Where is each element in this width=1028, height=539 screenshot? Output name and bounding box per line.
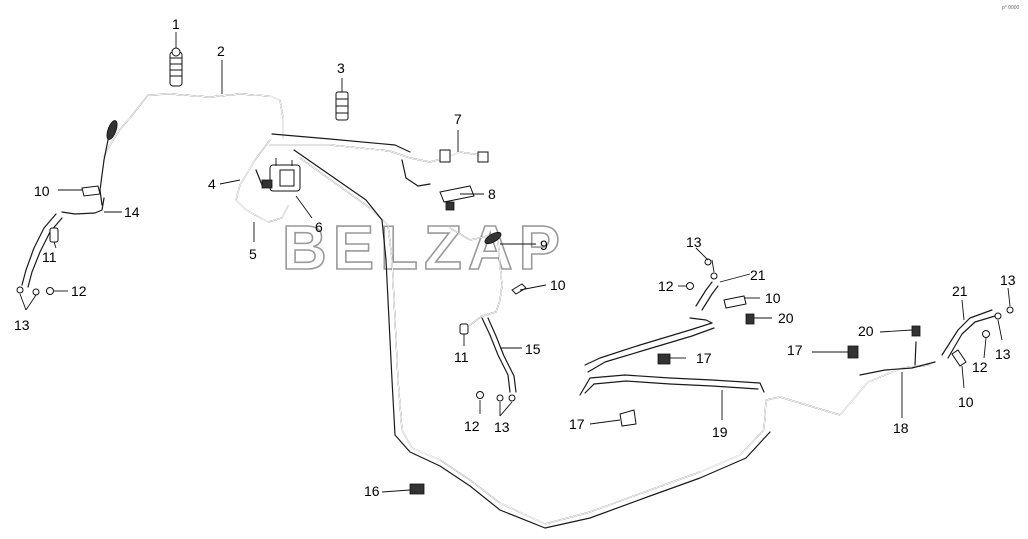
left-clip bbox=[106, 120, 118, 140]
callout-10-far-right: 10 bbox=[958, 394, 974, 410]
callout-13-mid-right: 13 bbox=[686, 234, 702, 250]
part-17-clips bbox=[619, 345, 859, 427]
callout-15: 15 bbox=[525, 341, 541, 357]
callout-numbers: 1 2 3 4 5 6 7 8 9 10 10 10 10 11 11 12 1… bbox=[14, 16, 1016, 499]
callout-1: 1 bbox=[172, 16, 180, 32]
callout-17-bottom: 17 bbox=[569, 416, 585, 432]
callout-2: 2 bbox=[217, 43, 225, 59]
callout-5: 5 bbox=[249, 246, 257, 262]
part-10-bracket-mid bbox=[511, 283, 527, 295]
callout-14: 14 bbox=[124, 204, 140, 220]
callout-13-bottom: 13 bbox=[494, 419, 510, 435]
part-8-bracket bbox=[439, 185, 475, 211]
callout-17-right: 17 bbox=[787, 342, 803, 358]
part-16-clip bbox=[409, 483, 425, 495]
callout-19: 19 bbox=[712, 424, 728, 440]
callout-6: 6 bbox=[315, 219, 323, 235]
part-20-clips bbox=[745, 313, 921, 337]
part-7-connector bbox=[439, 149, 489, 163]
callout-17-mid: 17 bbox=[696, 350, 712, 366]
callout-21-mid: 21 bbox=[750, 267, 766, 283]
part-10-bracket-far-right bbox=[951, 349, 967, 367]
callout-20-right: 20 bbox=[858, 323, 874, 339]
part-11-fitting-left bbox=[49, 227, 59, 243]
components bbox=[16, 47, 1014, 495]
callout-10-right: 10 bbox=[765, 290, 781, 306]
callout-10-mid: 10 bbox=[550, 277, 566, 293]
part-9-clip bbox=[484, 231, 502, 245]
leader-lines bbox=[19, 32, 1011, 493]
callout-20-mid: 20 bbox=[778, 310, 794, 326]
part-3-hose bbox=[335, 91, 349, 121]
callout-13-far-right: 13 bbox=[995, 346, 1011, 362]
callout-12-mid-right: 12 bbox=[658, 278, 674, 294]
callout-21-right: 21 bbox=[952, 283, 968, 299]
callout-12-far-right: 12 bbox=[972, 359, 988, 375]
callout-18: 18 bbox=[893, 420, 909, 436]
part-11-fitting-mid bbox=[459, 323, 469, 335]
callout-13-left: 13 bbox=[14, 317, 30, 333]
part-13-washers bbox=[16, 258, 1014, 402]
callout-4: 4 bbox=[208, 176, 216, 192]
callout-11-mid: 11 bbox=[454, 349, 469, 365]
brake-pipes bbox=[21, 93, 996, 529]
part-10-bracket-left bbox=[81, 185, 101, 197]
callout-13-top-right: 13 bbox=[1000, 272, 1016, 288]
callout-9: 9 bbox=[540, 237, 548, 253]
part-10-bracket-right bbox=[723, 295, 747, 309]
watermark: BELZAP bbox=[282, 214, 566, 283]
corner-mark: p° 0000 bbox=[1002, 5, 1020, 11]
callout-11-left: 11 bbox=[42, 249, 57, 265]
callout-12-bottom: 12 bbox=[464, 418, 480, 434]
callout-16: 16 bbox=[364, 483, 380, 499]
proportioning-valve bbox=[261, 158, 301, 192]
callout-7: 7 bbox=[454, 111, 462, 127]
part-12-bolts bbox=[46, 282, 990, 399]
callout-3: 3 bbox=[337, 60, 345, 76]
callout-12-left: 12 bbox=[71, 283, 87, 299]
callout-8: 8 bbox=[488, 186, 496, 202]
callout-10-left: 10 bbox=[34, 183, 50, 199]
part-1-hose bbox=[169, 47, 183, 87]
